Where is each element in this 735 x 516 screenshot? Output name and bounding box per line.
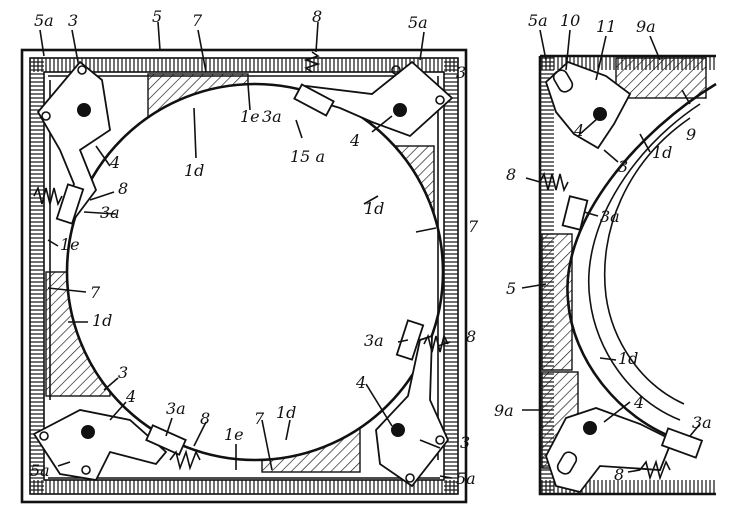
label-5a: 5a [456, 469, 476, 488]
label-1d: 1d [618, 349, 638, 368]
lever-3-bottom-left [32, 409, 168, 481]
curve-inner-2 [603, 117, 691, 405]
label-8: 8 [614, 465, 624, 484]
lever-3-top-left [36, 60, 111, 224]
label-1d: 1d [92, 311, 112, 330]
label-7: 7 [192, 11, 203, 30]
label-8: 8 [200, 409, 210, 428]
spring-8-bottom [169, 449, 201, 471]
label-3a: 3a [166, 399, 186, 418]
pivot-4-bottom [583, 421, 597, 435]
block-1d-bottom [261, 407, 361, 473]
label-7: 7 [468, 217, 479, 236]
hole-5a-top-right [435, 95, 445, 105]
label-1d: 1d [276, 403, 296, 422]
label-15a: 15 a [290, 147, 325, 166]
spring-8-top [539, 171, 569, 193]
spring-8-bottom [639, 459, 671, 481]
label-7: 7 [254, 409, 265, 428]
label-3: 3 [118, 363, 128, 382]
label-5a: 5a [528, 11, 548, 30]
label-1d: 1d [184, 161, 204, 180]
label-3a: 3a [692, 413, 712, 432]
left-view: 5a 3 5 7 8 5a 3 1e 3a 15 a 4 1d 4 8 3a 1… [20, 7, 479, 504]
label-8: 8 [506, 165, 516, 184]
pivot-4-top [593, 107, 607, 121]
label-1e: 1e [60, 235, 80, 254]
label-4: 4 [125, 387, 136, 406]
frame-band-left [30, 58, 44, 494]
label-4: 4 [349, 131, 360, 150]
label-5a: 5a [34, 11, 54, 30]
label-3a: 3a [600, 207, 620, 226]
lever-3-bottom [545, 407, 674, 494]
label-7: 7 [90, 283, 101, 302]
hole-bottom-left [81, 465, 91, 475]
lever-3-bottom-right [375, 334, 450, 488]
label-11: 11 [596, 17, 616, 36]
label-3: 3 [456, 63, 466, 82]
slider-3a-bottom [660, 427, 704, 459]
frame-band-right [444, 58, 458, 494]
hole-bottom-right [435, 435, 445, 445]
right-view: 5a 10 11 9a 4 9 1d 3 8 3a 5 1d 9a 4 3a 8 [494, 11, 717, 496]
slot-10 [552, 69, 574, 93]
hole-top-left [77, 65, 87, 75]
label-4: 4 [109, 153, 120, 172]
aperture-circle [65, 82, 445, 462]
spring-8-left [33, 185, 63, 207]
hole-5a-bottom-left [39, 431, 49, 441]
label-1d: 1d [652, 143, 672, 162]
label-3: 3 [460, 433, 470, 452]
pivot-4-top-right [393, 103, 407, 117]
label-5: 5 [506, 279, 516, 298]
pivot-4-bottom-right [391, 423, 405, 437]
label-3: 3 [68, 11, 78, 30]
frame-band-bottom [30, 480, 458, 494]
label-3a: 3a [262, 107, 282, 126]
lever-3-top [544, 60, 632, 150]
label-10: 10 [560, 11, 580, 30]
label-5a: 5a [30, 461, 50, 480]
label-9a: 9a [494, 401, 514, 420]
spring-8-top [303, 51, 321, 73]
block-1d-right [379, 145, 435, 275]
hole-5a-top-left [41, 111, 51, 121]
pivot-4-top-left [77, 103, 91, 117]
label-3: 3 [618, 157, 628, 176]
slider-3a-left [55, 183, 85, 225]
curve-inner [588, 103, 701, 421]
hole-top-right [391, 65, 401, 75]
label-8: 8 [312, 7, 322, 26]
frame-band-top [30, 58, 458, 72]
label-1e: 1e [240, 107, 260, 126]
label-1e: 1e [224, 425, 244, 444]
block-9a-top [615, 57, 707, 99]
hole-5a-bottom-right [405, 473, 415, 483]
slot-bottom [556, 451, 578, 475]
leader-lines-right [521, 29, 701, 473]
label-5: 5 [152, 7, 162, 26]
label-9: 9 [686, 125, 696, 144]
slider-3a-right [395, 319, 425, 361]
leader-lines-left [39, 21, 453, 479]
slider-3a-top [561, 195, 589, 231]
label-4: 4 [573, 121, 584, 140]
label-9a: 9a [636, 17, 656, 36]
slider-3a-top [293, 83, 335, 117]
slider-3a-bottom [145, 424, 187, 456]
block-1d-top [147, 73, 249, 125]
label-8: 8 [118, 179, 128, 198]
label-1d: 1d [364, 199, 384, 218]
label-8: 8 [466, 327, 476, 346]
label-3a: 3a [364, 331, 384, 350]
label-5a: 5a [408, 13, 428, 32]
pivot-4-bottom-left [81, 425, 95, 439]
label-4: 4 [633, 393, 644, 412]
label-4: 4 [355, 373, 366, 392]
spring-8-right [423, 333, 449, 353]
label-3a: 3a [100, 203, 120, 222]
frame-outer [20, 48, 468, 504]
